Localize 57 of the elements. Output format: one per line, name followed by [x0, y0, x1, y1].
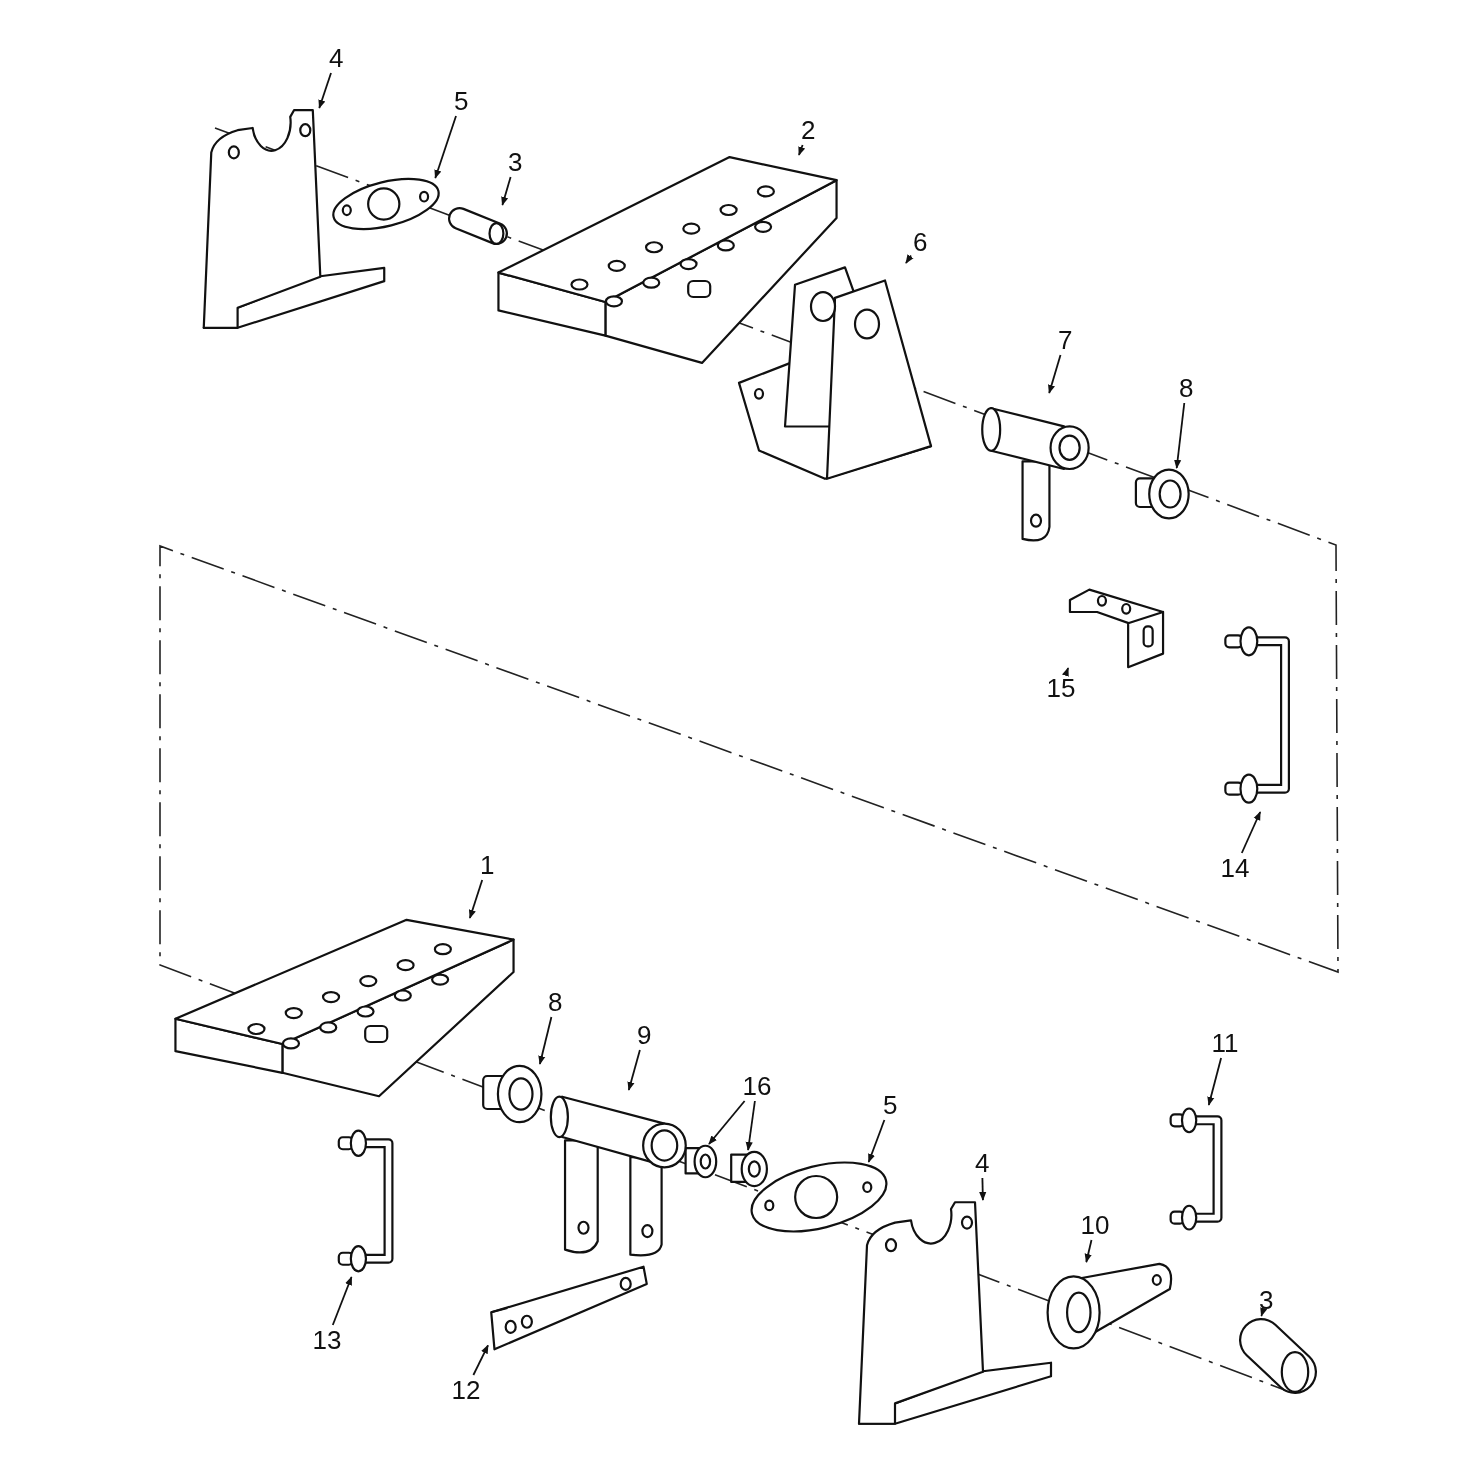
callout-number: 5: [454, 88, 469, 114]
callout-number: 7: [1058, 327, 1073, 353]
callout-number: 8: [1179, 375, 1194, 401]
mounting-bracket-drawing: [200, 108, 388, 330]
strap-drawing: [488, 1265, 650, 1351]
flange-bearing-drawing: [330, 178, 442, 230]
leader-line: [1061, 667, 1069, 677]
callout-number: 6: [913, 229, 928, 255]
leader-line: [745, 1100, 756, 1151]
callout-number: 12: [451, 1377, 481, 1403]
leader-line: [867, 1119, 886, 1163]
step-plate-drawing: [495, 155, 840, 365]
leader-line: [905, 254, 914, 264]
callout-number: 3: [1259, 1287, 1274, 1313]
callout-number: 11: [1211, 1030, 1239, 1056]
leader-line: [798, 144, 806, 156]
leader-line: [331, 1276, 353, 1326]
leader-line: [1174, 402, 1186, 469]
bushing-drawing: [1133, 468, 1191, 520]
leader-line: [979, 1177, 987, 1201]
callout-number: 13: [312, 1327, 342, 1353]
spacer-drawing: [727, 1150, 769, 1188]
angle-bracket-drawing: [1068, 588, 1165, 668]
leader-line: [318, 72, 332, 109]
leader-line: [1207, 1057, 1222, 1106]
pin-drawing: [446, 205, 510, 247]
leader-line: [434, 115, 457, 179]
callout-number: 16: [742, 1073, 772, 1099]
bushing-drawing: [480, 1064, 544, 1124]
step-plate-drawing: [172, 918, 517, 1098]
callout-number: 10: [1080, 1212, 1110, 1238]
callout-number: 1: [480, 852, 495, 878]
leader-line: [1048, 354, 1062, 394]
callout-number: 5: [883, 1092, 898, 1118]
leader-line: [468, 879, 484, 919]
leader-line: [501, 176, 512, 206]
callout-number: 4: [329, 45, 344, 71]
arm-drawing: [1045, 1262, 1175, 1352]
leader-line: [1240, 811, 1262, 854]
leader-line: [538, 1016, 553, 1065]
spacer-drawing: [682, 1144, 718, 1179]
leader-line: [1084, 1239, 1093, 1263]
callout-number: 3: [508, 149, 523, 175]
pin-drawing: [1237, 1316, 1319, 1396]
clevis-bracket-drawing: [735, 263, 935, 481]
leader-line: [472, 1344, 489, 1376]
leader-line: [708, 1100, 746, 1145]
callout-number: 15: [1046, 675, 1076, 701]
callout-number: 2: [801, 117, 816, 143]
leader-line: [627, 1049, 641, 1091]
callout-number: 8: [548, 989, 563, 1015]
mounting-bracket-drawing: [855, 1200, 1055, 1426]
flange-bearing-drawing: [748, 1162, 890, 1232]
leader-line: [1260, 1307, 1268, 1317]
callout-number: 14: [1220, 855, 1250, 881]
callout-number: 4: [975, 1150, 990, 1176]
callout-number: 9: [637, 1022, 652, 1048]
